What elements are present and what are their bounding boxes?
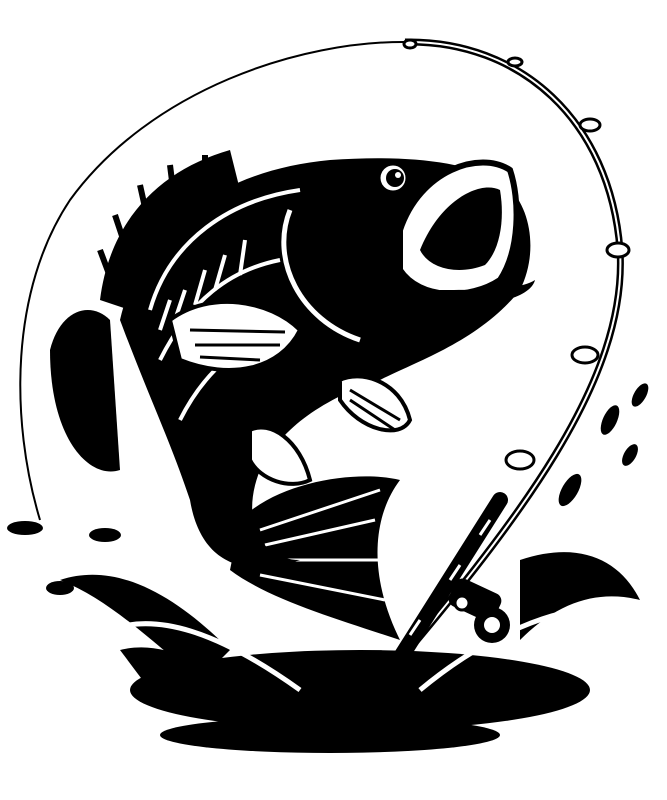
fishing-line <box>19 40 411 521</box>
rod-handle <box>372 492 508 698</box>
reel <box>448 578 510 643</box>
bass-fish <box>50 150 535 640</box>
pectoral-fin <box>167 299 303 372</box>
fishing-rod <box>372 38 631 698</box>
tail-fin <box>230 476 400 640</box>
water-splash <box>7 383 649 753</box>
